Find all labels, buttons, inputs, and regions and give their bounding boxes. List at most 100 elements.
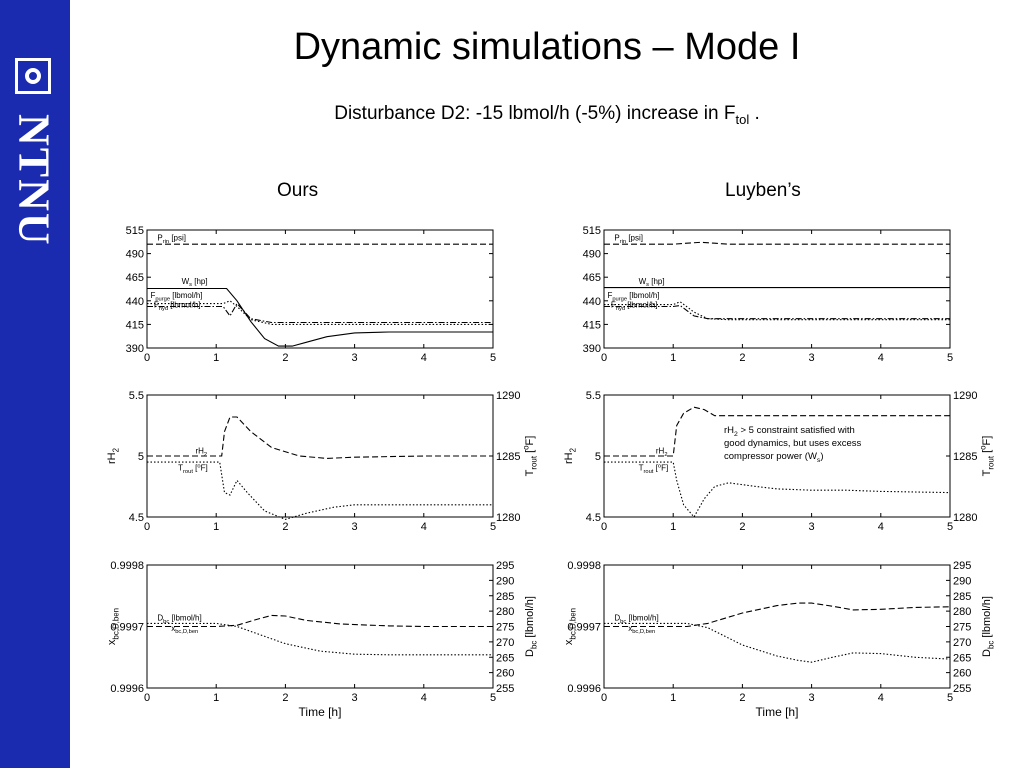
ours-bottom-x-tick-label: 3 xyxy=(352,692,358,704)
ours-mid-x-tick-label: 0 xyxy=(144,521,150,533)
ours-top-y-tick-label: 490 xyxy=(126,249,144,261)
luyben-mid-series-label-1: Trout [oF] xyxy=(639,463,669,475)
ours-top-y-tick-label: 390 xyxy=(126,343,144,355)
luyben-bottom-x-tick-label: 1 xyxy=(670,692,676,704)
ours-bottom-y2-tick-label: 280 xyxy=(496,606,514,618)
ours-top-y-tick-label: 515 xyxy=(126,225,144,237)
ours-mid-series-label-1: Trout [oF] xyxy=(178,463,208,475)
ours-top-series-1 xyxy=(147,287,493,347)
subtitle-subscript: tol xyxy=(735,111,750,127)
luyben-top-x-tick-label: 2 xyxy=(739,352,745,364)
luyben-bottom-y-axis-title: xbc,D,ben xyxy=(563,608,577,645)
luyben-bottom-x-tick-label: 0 xyxy=(601,692,607,704)
luyben-top-series-0 xyxy=(604,241,950,245)
ours-bottom-y-tick-label: 0.9996 xyxy=(110,683,144,695)
ntnu-logo-text: NTNU xyxy=(9,113,59,247)
luyben-mid-annotation-line-1: good dynamics, but uses excess xyxy=(724,438,862,449)
ours-mid-series-0 xyxy=(147,416,493,459)
ours-mid-x-tick-label: 3 xyxy=(352,521,358,533)
luyben-mid-series-1 xyxy=(604,461,951,518)
luyben-mid-x-tick-label: 0 xyxy=(601,521,607,533)
luyben-top-y-tick-label: 490 xyxy=(583,249,601,261)
ours-bottom-x-tick-label: 4 xyxy=(421,692,427,704)
ours-mid-x-tick-label: 1 xyxy=(213,521,219,533)
ours-top-series-label-0: Prin [psi] xyxy=(157,233,186,244)
luyben-top-x-tick-label: 0 xyxy=(601,352,607,364)
luyben-mid-x-tick-label: 3 xyxy=(809,521,815,533)
luyben-top-series-2 xyxy=(604,301,950,321)
luyben-top-series-label-3: Fhyd [lbmol/h] xyxy=(611,300,658,311)
luyben-bottom-y-tick-label: 0.9997 xyxy=(567,622,601,634)
luyben-mid-x-tick-label: 2 xyxy=(739,521,745,533)
luyben-bottom-series-label-0: Dbc [lbmol/h] xyxy=(614,613,658,624)
luyben-bottom-x-tick-label: 4 xyxy=(878,692,884,704)
subtitle-end: . xyxy=(749,103,760,124)
ours-top-series-label-3: Fhyd [lbmol/h] xyxy=(154,300,201,311)
ours-bottom-y2-axis-title: Dbc [lbmol/h] xyxy=(524,596,538,657)
ours-bottom-x-tick-label: 2 xyxy=(282,692,288,704)
luyben-top-plot-frame xyxy=(603,229,951,349)
luyben-mid-series-0 xyxy=(604,406,950,457)
ours-mid-y2-axis-title: Trout [oF] xyxy=(522,436,539,477)
luyben-top-x-tick-label: 3 xyxy=(809,352,815,364)
ours-top-series-label-2: Fpurge [lbmol/h] xyxy=(150,291,202,302)
luyben-top-y-tick-label: 390 xyxy=(583,343,601,355)
ours-bottom-y2-tick-label: 260 xyxy=(496,668,514,680)
ours-bottom-y2-tick-label: 295 xyxy=(496,560,514,572)
luyben-bottom-y2-tick-label: 255 xyxy=(953,683,971,695)
luyben-bottom-plot-frame xyxy=(603,564,951,689)
luyben-top-series-3 xyxy=(604,304,950,320)
luyben-mid-y-tick-label: 5 xyxy=(595,451,601,463)
luyben-bottom-y2-tick-label: 275 xyxy=(953,622,971,634)
ours-bottom-x-tick-label: 5 xyxy=(490,692,496,704)
ours-top-series-label-1: Ws [hp] xyxy=(182,277,208,288)
ours-bottom-y-tick-label: 0.9997 xyxy=(110,622,144,634)
ours-top-y-tick-label: 465 xyxy=(126,272,144,284)
ours-bottom-y2-tick-label: 275 xyxy=(496,622,514,634)
luyben-bottom-y2-tick-label: 295 xyxy=(953,560,971,572)
ours-bottom-series-label-0: Dbc [lbmol/h] xyxy=(157,613,201,624)
luyben-top-series-label-1: Ws [hp] xyxy=(639,277,665,288)
luyben-top-y-tick-label: 440 xyxy=(583,296,601,308)
luyben-bottom-y-tick-label: 0.9996 xyxy=(567,683,601,695)
luyben-bottom-series-0 xyxy=(604,602,951,628)
luyben-bottom-series-label-1: xbc,D,ben xyxy=(628,624,655,635)
luyben-mid-annotation-line-0: rH2 > 5 constraint satisfied with xyxy=(724,425,855,438)
luyben-mid-x-tick-label: 1 xyxy=(670,521,676,533)
ours-bottom-y2-tick-label: 255 xyxy=(496,683,514,695)
ours-top-x-tick-label: 1 xyxy=(213,352,219,364)
ours-mid-x-tick-label: 4 xyxy=(421,521,427,533)
luyben-mid-annotation-line-2: compressor power (Ws) xyxy=(724,451,824,464)
luyben-bottom-x-tick-label: 3 xyxy=(809,692,815,704)
ours-top-x-tick-label: 3 xyxy=(352,352,358,364)
luyben-mid-x-tick-label: 5 xyxy=(947,521,953,533)
ours-mid-x-tick-label: 5 xyxy=(490,521,496,533)
ours-bottom-y-axis-title: xbc,D,ben xyxy=(106,608,120,645)
ours-bottom-x-tick-label: 0 xyxy=(144,692,150,704)
ours-top-x-tick-label: 4 xyxy=(421,352,427,364)
luyben-top-x-tick-label: 4 xyxy=(878,352,884,364)
luyben-top-x-tick-label: 5 xyxy=(947,352,953,364)
ours-bottom-series-0 xyxy=(147,614,493,628)
ours-mid-y2-tick-label: 1280 xyxy=(496,512,520,524)
column-label-ours: Ours xyxy=(277,180,319,201)
ours-bottom-y2-tick-label: 265 xyxy=(496,652,514,664)
ours-bottom-plot-frame xyxy=(146,564,494,689)
ours-top-x-tick-label: 2 xyxy=(282,352,288,364)
ours-bottom-y2-tick-label: 285 xyxy=(496,591,514,603)
ours-mid-y2-tick-label: 1285 xyxy=(496,451,520,463)
ours-mid-series-label-0: rH2 xyxy=(195,447,207,458)
subtitle-main: Disturbance D2: -15 lbmol/h (-5%) increa… xyxy=(334,103,736,124)
luyben-bottom-y2-tick-label: 285 xyxy=(953,591,971,603)
luyben-mid-y2-tick-label: 1280 xyxy=(953,512,977,524)
luyben-bottom-y2-tick-label: 290 xyxy=(953,575,971,587)
ours-mid-y-tick-label: 4.5 xyxy=(129,512,144,524)
luyben-mid-y-tick-label: 5.5 xyxy=(586,390,601,402)
luyben-mid-y2-tick-label: 1285 xyxy=(953,451,977,463)
ours-top-y-tick-label: 415 xyxy=(126,319,144,331)
luyben-bottom-y2-tick-label: 265 xyxy=(953,652,971,664)
ours-bottom-x-tick-label: 1 xyxy=(213,692,219,704)
luyben-mid-y-axis-title: rH2 xyxy=(563,448,577,464)
slide-subtitle: Disturbance D2: -15 lbmol/h (-5%) increa… xyxy=(70,103,1024,127)
luyben-bottom-x-axis-title: Time [h] xyxy=(756,705,799,719)
